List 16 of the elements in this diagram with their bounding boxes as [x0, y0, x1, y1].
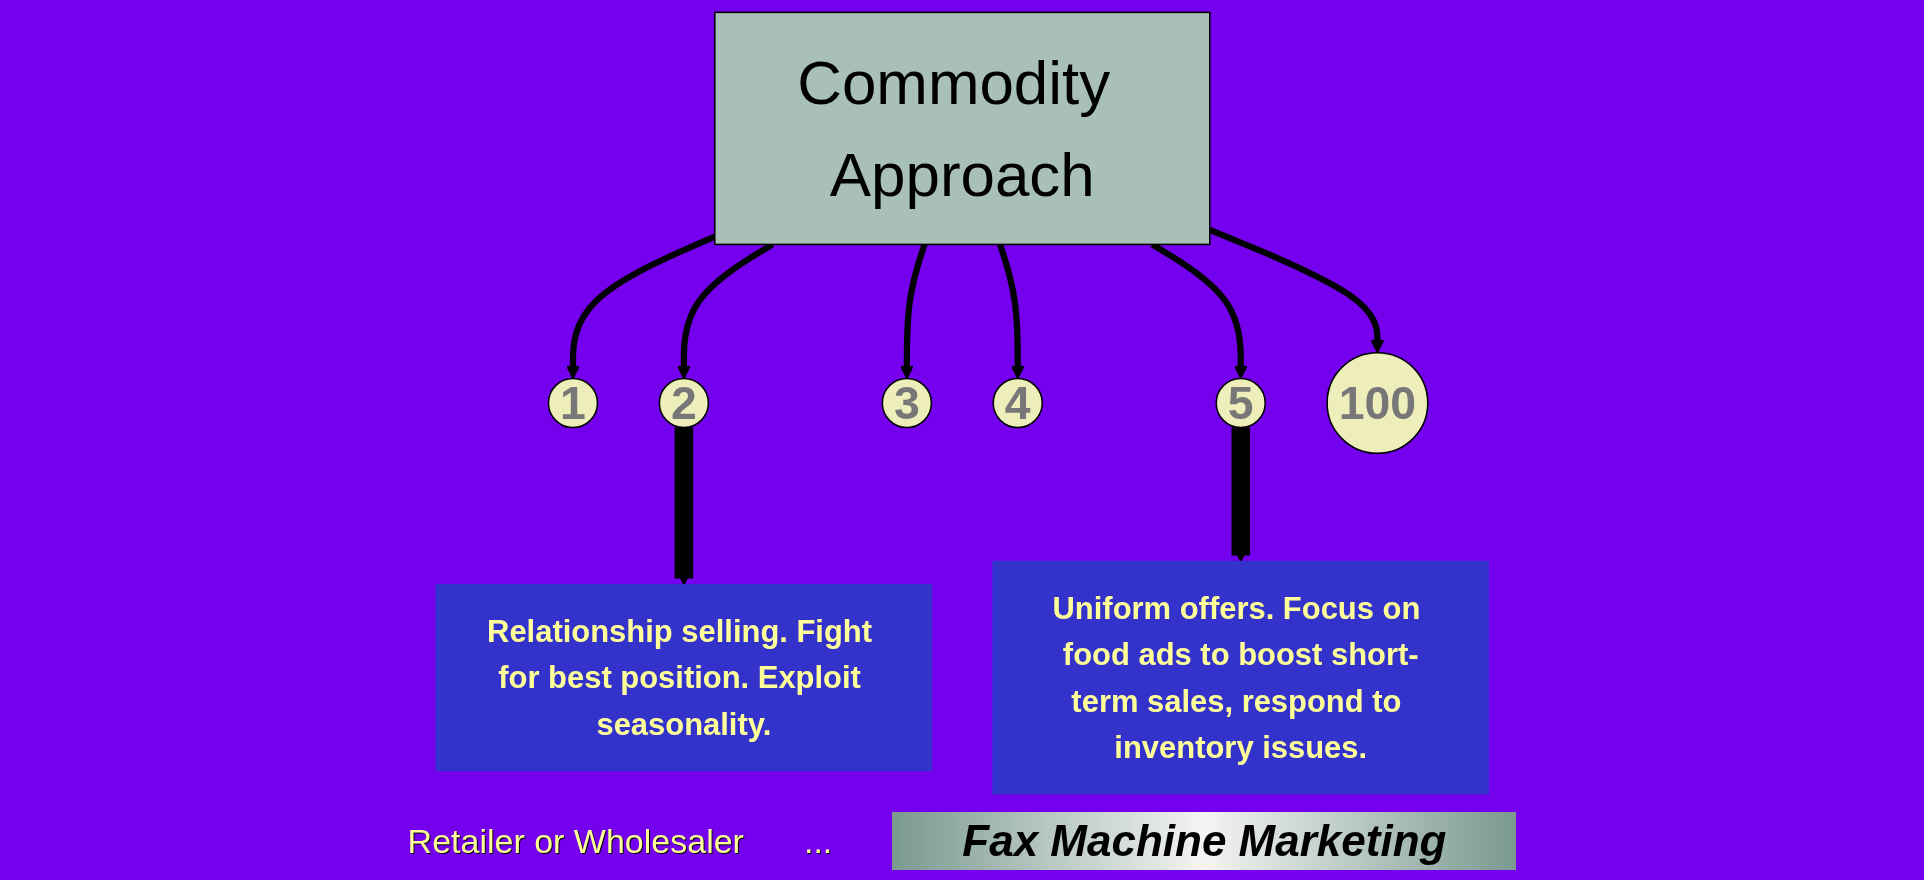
arrow [674, 427, 693, 586]
arrow [996, 243, 1025, 380]
label-text: ... [803, 821, 833, 861]
arrow [1231, 427, 1250, 563]
node-circle: 1 [547, 377, 598, 429]
node-circle: 5 [1215, 377, 1266, 429]
node-circle: 3 [881, 377, 932, 429]
arrow [899, 243, 928, 380]
label-text: Retailer or Wholesaler [407, 821, 744, 861]
node-circle: 2 [658, 377, 709, 429]
node-box: Commodity Approach [713, 11, 1211, 246]
node-box: Uniform offers. Focus on food ads to boost short-term sales, respond to inventory issues. [992, 560, 1489, 795]
node-circle: 100 [1326, 351, 1429, 455]
node-box: Relationship selling. Fight for best position. Exploit seasonality. [435, 584, 932, 772]
node-circle: 4 [992, 377, 1043, 429]
caption-banner: Fax Machine Marketing [892, 812, 1517, 870]
